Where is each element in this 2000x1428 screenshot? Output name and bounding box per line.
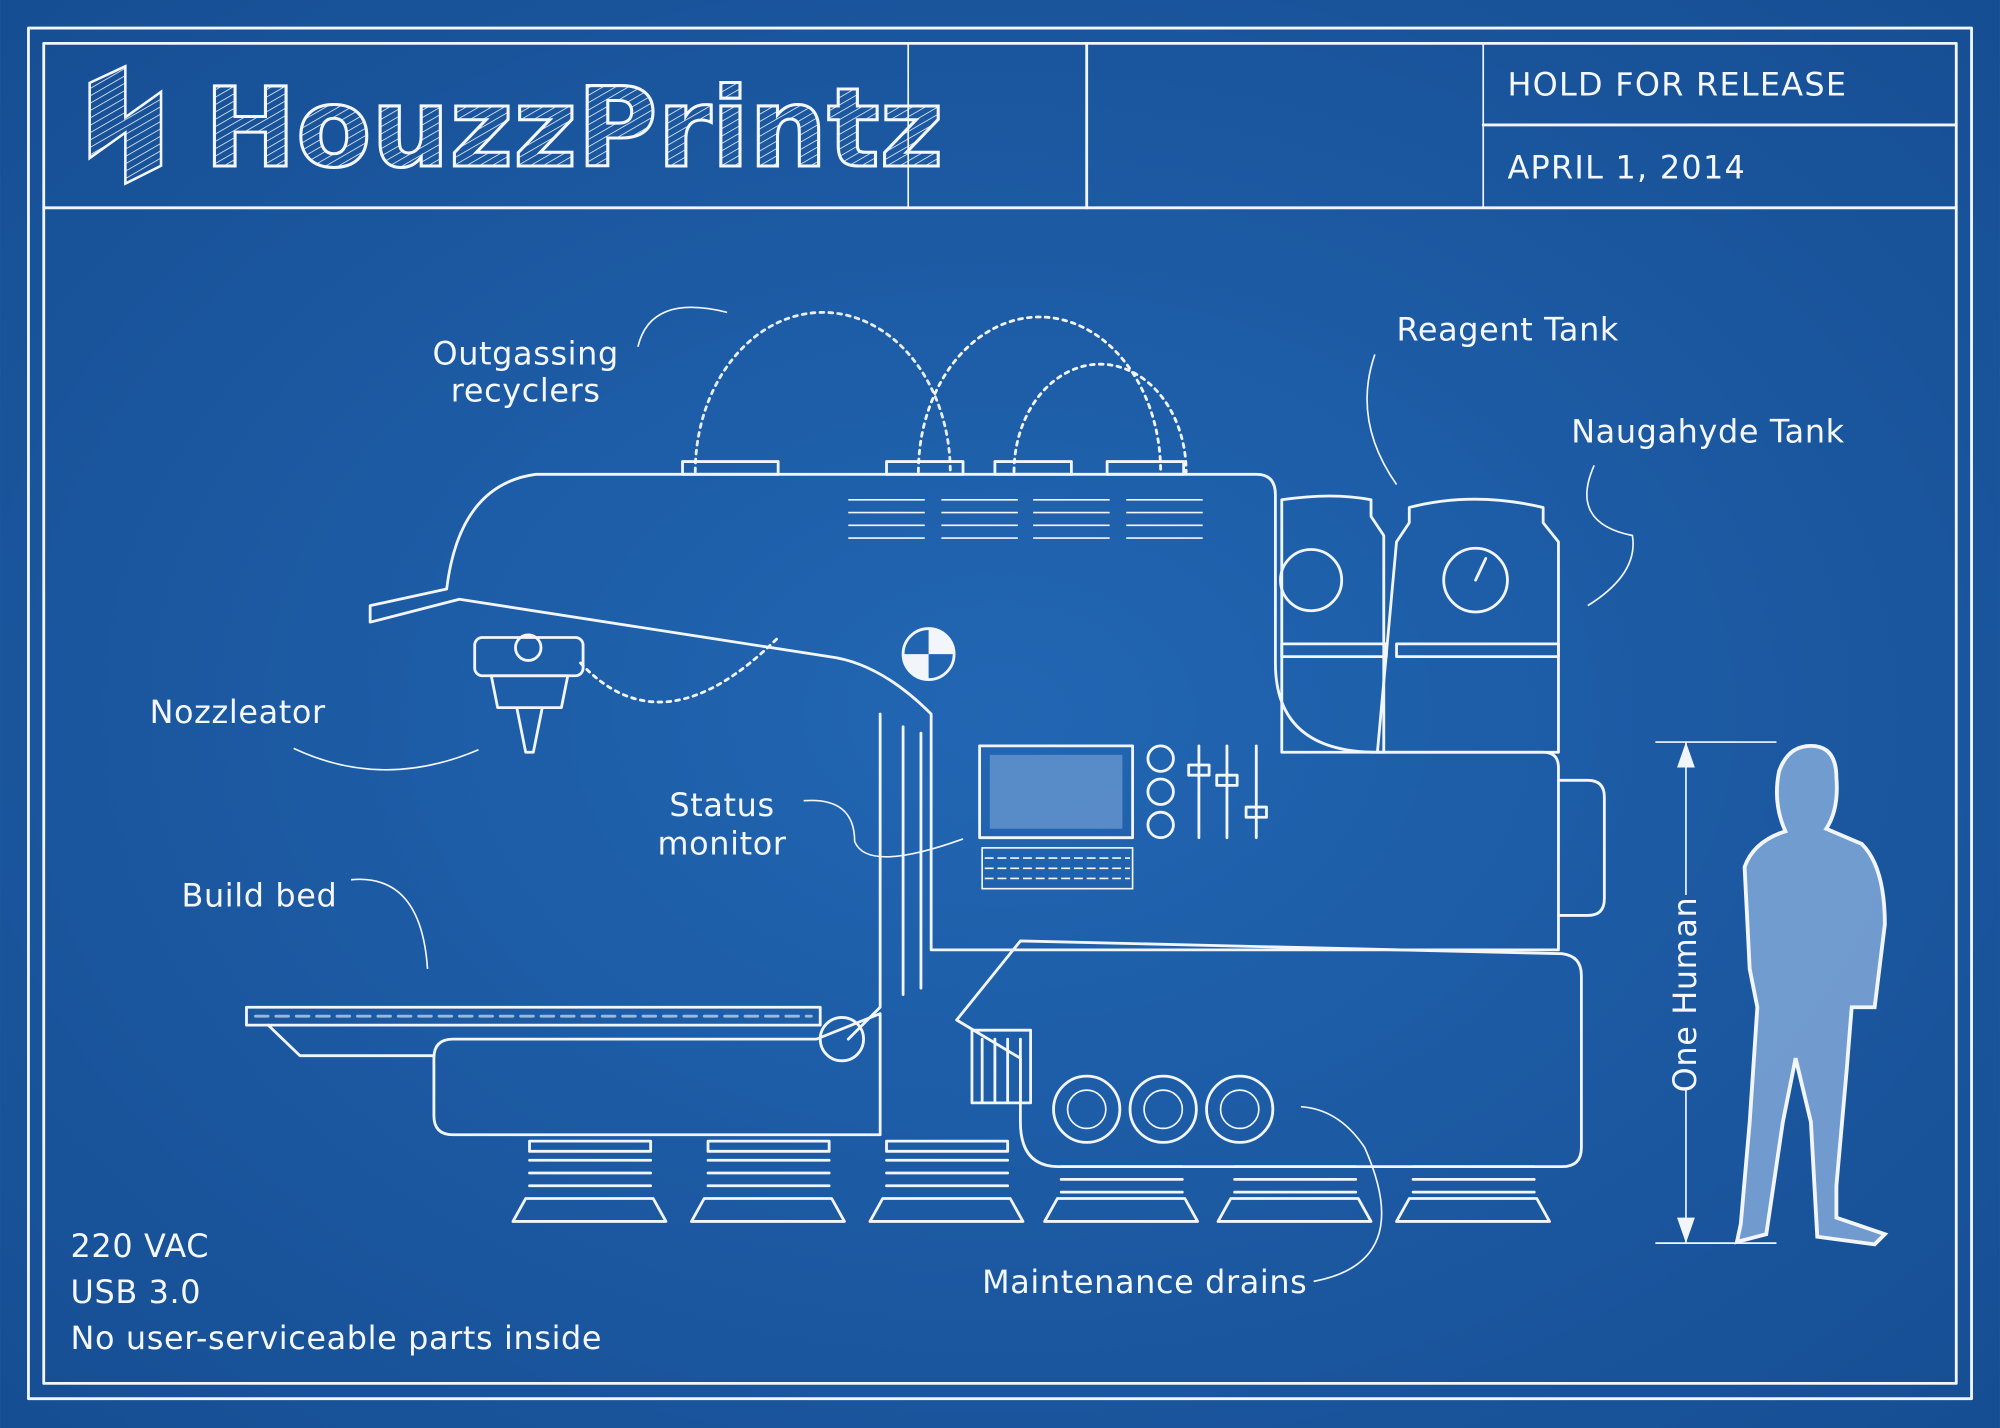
logo-mark-icon [88, 64, 163, 186]
callout-arrows [293, 306, 1634, 1283]
label-maintenance-drains: Maintenance drains [982, 1263, 1307, 1301]
label-nozzleator: Nozzleator [150, 693, 326, 731]
base-left [432, 1012, 882, 1137]
human-scale: One Human [1655, 741, 1889, 1247]
brand-name: HouzzPrintz [204, 64, 943, 192]
vents [848, 498, 1203, 539]
handle [1557, 778, 1606, 917]
release-date: APRIL 1, 2014 [1507, 149, 1746, 187]
release-status: HOLD FOR RELEASE [1507, 66, 1847, 104]
build-bed [245, 1005, 822, 1058]
frame [27, 26, 1973, 1401]
printer-machine [245, 310, 1606, 1223]
label-build-bed: Build bed [181, 877, 337, 915]
upper-arm [368, 472, 1560, 952]
label-outgassing-1: Outgassing [433, 335, 619, 373]
label-outgassing-2: recyclers [451, 372, 601, 410]
label-status-1: Status [669, 786, 774, 824]
label-status-2: monitor [657, 824, 786, 862]
feet [511, 1139, 1551, 1223]
status-monitor [978, 744, 1268, 890]
one-human-label: One Human [1666, 897, 1704, 1093]
label-naugahyde-tank: Naugahyde Tank [1571, 412, 1845, 450]
lower-body [955, 939, 1583, 1169]
maintenance-drains [1052, 1074, 1275, 1144]
naugahyde-tank [1375, 497, 1560, 754]
spec-power: 220 VAC [71, 1227, 210, 1265]
spec-usb: USB 3.0 [71, 1273, 202, 1311]
nozzleator-head [473, 633, 585, 754]
logo: HouzzPrintz [88, 62, 945, 193]
label-reagent-tank: Reagent Tank [1397, 310, 1619, 348]
human-silhouette-icon [1734, 743, 1889, 1247]
spec-warning: No user-serviceable parts inside [71, 1319, 603, 1357]
